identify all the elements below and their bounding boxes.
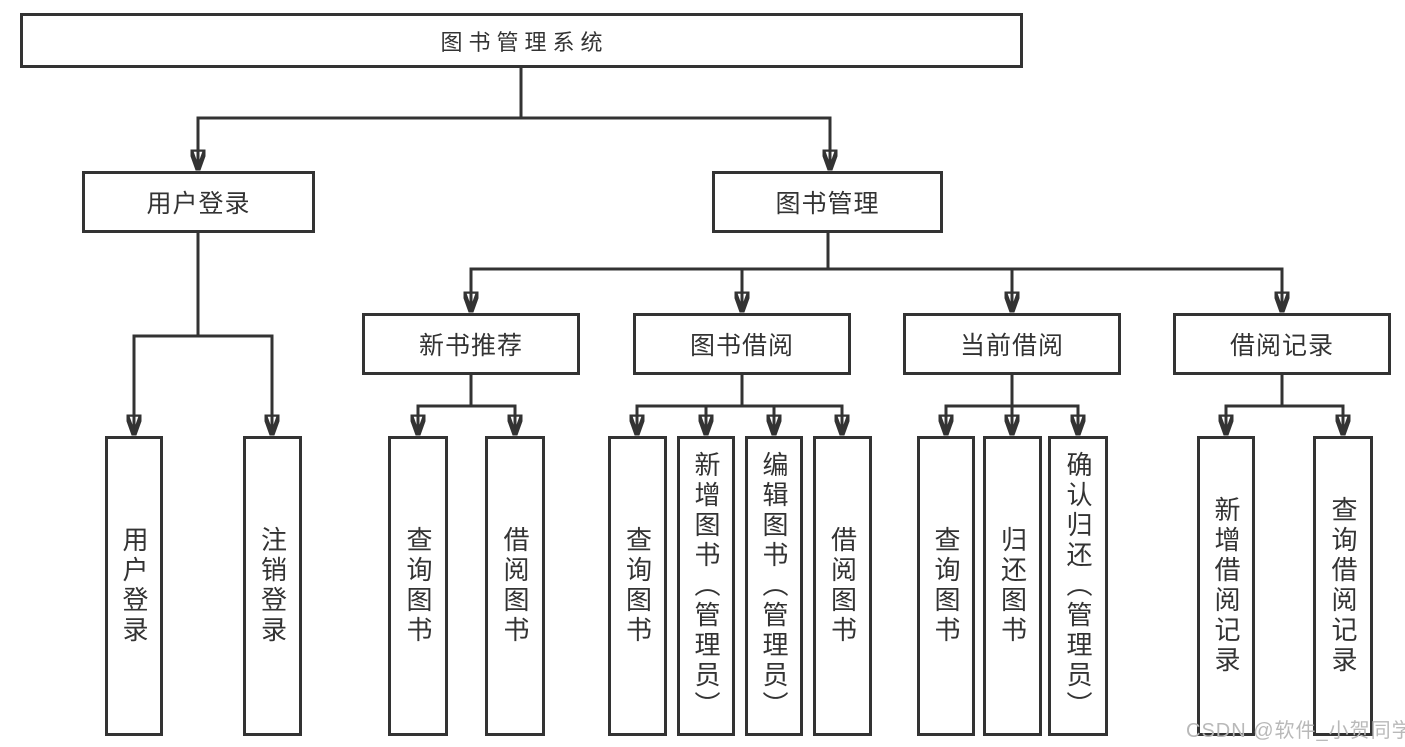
node-new-book-recommend: 新书推荐 xyxy=(362,313,580,375)
connector-root-split xyxy=(196,66,832,120)
node-leaf-user-login: 用户登录 xyxy=(105,436,163,736)
watermark-text: CSDN @软件_小贺同学 xyxy=(1186,720,1405,742)
node-leaf-cb-confirm-return-admin: 确认归还（管理员） xyxy=(1048,436,1108,736)
node-leaf-br-add-record: 新增借阅记录 xyxy=(1197,436,1255,736)
node-leaf-bb-query-books: 查询图书 xyxy=(608,436,667,736)
node-borrowing-records: 借阅记录 xyxy=(1173,313,1391,375)
node-leaf-br-query-record: 查询借阅记录 xyxy=(1313,436,1373,736)
node-leaf-bb-borrow-books: 借阅图书 xyxy=(813,436,872,736)
connector-book-management-split xyxy=(469,231,1284,271)
connector-book-borrowing-split xyxy=(635,373,844,408)
node-leaf-nbr-query-books: 查询图书 xyxy=(388,436,448,736)
node-current-borrowing: 当前借阅 xyxy=(903,313,1121,375)
node-book-borrowing: 图书借阅 xyxy=(633,313,851,375)
node-leaf-bb-edit-books-admin: 编辑图书（管理员） xyxy=(745,436,803,736)
node-user-login: 用户登录 xyxy=(82,171,315,233)
node-leaf-logout: 注销登录 xyxy=(243,436,302,736)
node-leaf-cb-return-books: 归还图书 xyxy=(983,436,1042,736)
connector-user-login-split xyxy=(132,231,274,338)
node-leaf-cb-query-books: 查询图书 xyxy=(917,436,975,736)
node-leaf-bb-add-books-admin: 新增图书（管理员） xyxy=(677,436,735,736)
node-book-management: 图书管理 xyxy=(712,171,943,233)
connector-new-book-recommend-split xyxy=(416,373,517,408)
node-library-management-system: 图书管理系统 xyxy=(20,13,1023,68)
connector-borrowing-records-split xyxy=(1224,373,1345,408)
node-leaf-nbr-borrow-books: 借阅图书 xyxy=(485,436,545,736)
connector-current-borrowing-split xyxy=(944,373,1080,408)
